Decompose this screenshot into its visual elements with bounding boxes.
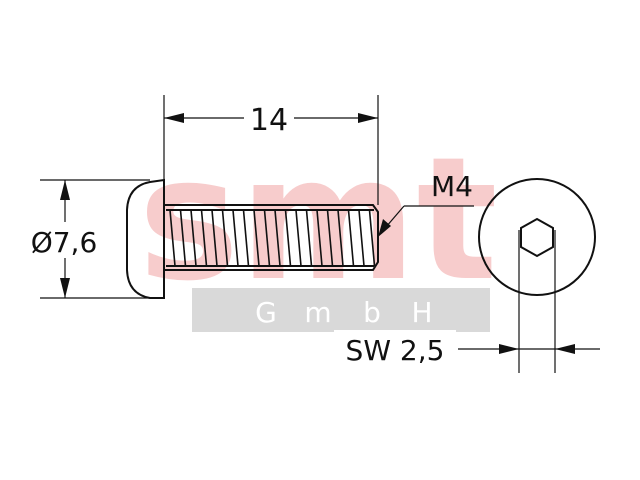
screw-head [126, 178, 165, 299]
thread-line [190, 209, 197, 267]
thread-line [274, 209, 281, 267]
screw-end-view [478, 178, 596, 296]
thread-line [242, 209, 250, 267]
watermark-letter-b: b [363, 296, 381, 329]
length-dimension [163, 95, 379, 205]
thread-line [263, 209, 271, 267]
thread-line [358, 209, 365, 267]
thread-line [284, 209, 292, 267]
screw-side-view [126, 178, 379, 299]
diameter-label: Ø7,6 [31, 226, 98, 259]
thread-line [169, 209, 176, 267]
head-end-circle [478, 178, 596, 296]
thread-line [305, 209, 313, 267]
watermark-letter-m: m [304, 296, 331, 329]
thread-line [179, 209, 187, 267]
thread-line [211, 209, 218, 267]
thread-line [326, 209, 334, 267]
thread-callout [378, 205, 474, 237]
watermark-letter-g: G [255, 296, 277, 329]
watermark-letter-h: H [411, 296, 432, 329]
thread-label: M4 [431, 170, 473, 203]
hex-socket-icon [520, 217, 554, 258]
diameter-dimension [40, 179, 150, 299]
thread-line [232, 209, 239, 267]
thread-line [295, 209, 302, 267]
thread-line [253, 209, 260, 267]
wrench-size-dimension [458, 230, 600, 373]
length-label: 14 [250, 103, 288, 138]
thread-lines [169, 209, 376, 267]
watermark-band [192, 288, 490, 332]
watermark: smt G m b H [138, 121, 498, 332]
thread-line [347, 209, 355, 267]
wrench-size-label: SW 2,5 [346, 334, 445, 367]
thread-line [221, 209, 229, 267]
thread-line [316, 209, 323, 267]
thread-line [337, 209, 344, 267]
thread-line [368, 209, 376, 267]
thread-line [200, 209, 208, 267]
